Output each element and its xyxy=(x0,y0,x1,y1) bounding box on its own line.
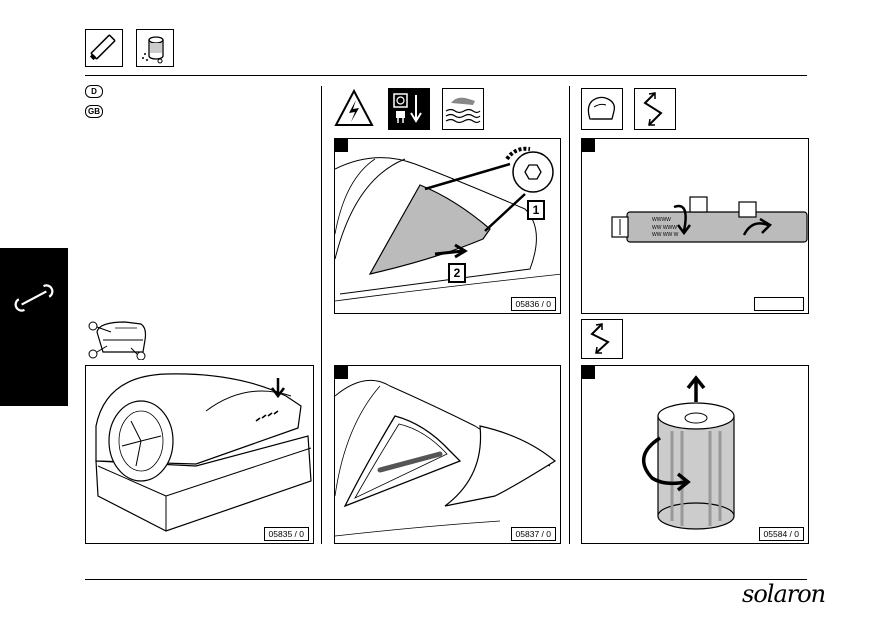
header-divider xyxy=(85,75,807,76)
figure-lamp-access: 05837 / 0 xyxy=(334,365,561,544)
figure-reference: 05837 / 0 xyxy=(510,527,556,541)
callout-1: 1 xyxy=(527,200,545,220)
unplug-icon xyxy=(388,88,430,130)
lamp-tube-icon xyxy=(85,29,123,67)
figure-marker xyxy=(335,366,348,379)
callout-2: 2 xyxy=(448,263,466,283)
column-divider-1 xyxy=(321,86,322,544)
figure-reference: 05584 / 0 xyxy=(758,527,804,541)
section-tab xyxy=(0,248,68,406)
figure-reference: 05835 / 0 xyxy=(263,527,309,541)
language-badge-gb: GB xyxy=(85,105,103,118)
rotate-icon xyxy=(581,319,623,359)
figure-reference: 05836 / 0 xyxy=(510,297,556,311)
svg-text:WW WW W: WW WW W xyxy=(652,232,679,238)
hot-surface-icon xyxy=(442,88,484,130)
svg-text:WW WWW: WW WWW xyxy=(652,225,677,231)
sunbed-thumbnail-icon xyxy=(85,318,155,360)
footer-divider xyxy=(85,579,807,580)
gloves-icon xyxy=(581,88,623,130)
figure-reference xyxy=(754,297,804,311)
figure-sunbed: 05835 / 0 xyxy=(85,365,314,544)
svg-text:WWWW: WWWW xyxy=(652,217,671,223)
figure-remove-cover: 1 2 05836 / 0 xyxy=(334,138,561,314)
figure-starter-removal: 05584 / 0 xyxy=(581,365,809,544)
language-badge-d: D xyxy=(85,85,103,98)
column-divider-2 xyxy=(569,86,570,544)
wrench-icon xyxy=(14,284,54,312)
figure-marker xyxy=(582,366,595,379)
figure-marker xyxy=(582,139,595,152)
figure-marker xyxy=(335,139,348,152)
rotate-icon xyxy=(634,88,676,130)
brand-logo: solaron xyxy=(742,580,826,608)
starter-icon xyxy=(136,29,174,67)
high-voltage-icon xyxy=(334,88,374,128)
